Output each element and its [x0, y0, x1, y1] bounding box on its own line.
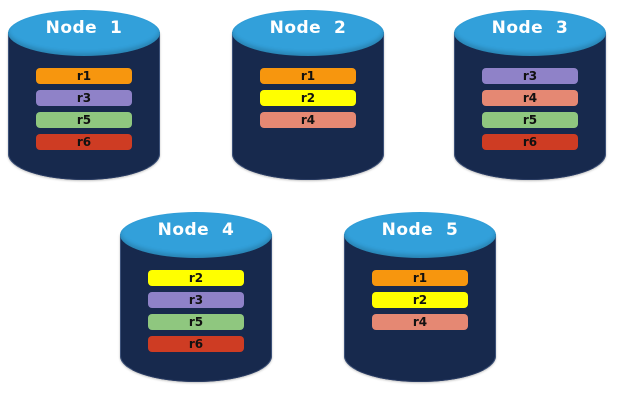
replica-bar[interactable]: r2 — [148, 270, 244, 286]
replica-list: r3 r4 r5 r6 — [482, 68, 578, 150]
database-node-4[interactable]: Node 4 r2 r3 r5 r6 — [120, 212, 272, 390]
replica-bar[interactable]: r4 — [482, 90, 578, 106]
cylinder-body — [454, 32, 606, 180]
replica-bar[interactable]: r2 — [372, 292, 468, 308]
replica-bar[interactable]: r6 — [36, 134, 132, 150]
replica-bar[interactable]: r1 — [372, 270, 468, 286]
replica-bar[interactable]: r6 — [482, 134, 578, 150]
replica-bar[interactable]: r3 — [482, 68, 578, 84]
cylinder-top-ellipse — [344, 212, 496, 258]
cylinder-top-ellipse — [120, 212, 272, 258]
replica-bar[interactable]: r6 — [148, 336, 244, 352]
replica-bar[interactable]: r3 — [148, 292, 244, 308]
replica-list: r1 r2 r4 — [372, 270, 468, 330]
replica-bar[interactable]: r1 — [260, 68, 356, 84]
replica-list: r1 r3 r5 r6 — [36, 68, 132, 150]
replica-bar[interactable]: r5 — [36, 112, 132, 128]
replica-bar[interactable]: r5 — [482, 112, 578, 128]
replica-bar[interactable]: r4 — [372, 314, 468, 330]
database-node-2[interactable]: Node 2 r1 r2 r4 — [232, 10, 384, 188]
node-label: Node 4 — [157, 220, 235, 240]
cylinder-top-ellipse — [232, 10, 384, 56]
database-node-5[interactable]: Node 5 r1 r2 r4 — [344, 212, 496, 390]
database-node-1[interactable]: Node 1 r1 r3 r5 r6 — [8, 10, 160, 188]
replica-bar[interactable]: r3 — [36, 90, 132, 106]
node-label: Node 3 — [491, 18, 569, 38]
cylinder-body — [344, 234, 496, 382]
replica-list: r2 r3 r5 r6 — [148, 270, 244, 352]
cylinder-body — [232, 32, 384, 180]
database-node-3[interactable]: Node 3 r3 r4 r5 r6 — [454, 10, 606, 188]
cylinder-body — [8, 32, 160, 180]
replica-bar[interactable]: r4 — [260, 112, 356, 128]
node-label: Node 5 — [381, 220, 459, 240]
replica-bar[interactable]: r5 — [148, 314, 244, 330]
node-label: Node 1 — [45, 18, 123, 38]
replica-bar[interactable]: r2 — [260, 90, 356, 106]
replica-list: r1 r2 r4 — [260, 68, 356, 128]
cylinder-top-ellipse — [8, 10, 160, 56]
cylinder-top-ellipse — [454, 10, 606, 56]
node-label: Node 2 — [269, 18, 347, 38]
cylinder-body — [120, 234, 272, 382]
replica-bar[interactable]: r1 — [36, 68, 132, 84]
